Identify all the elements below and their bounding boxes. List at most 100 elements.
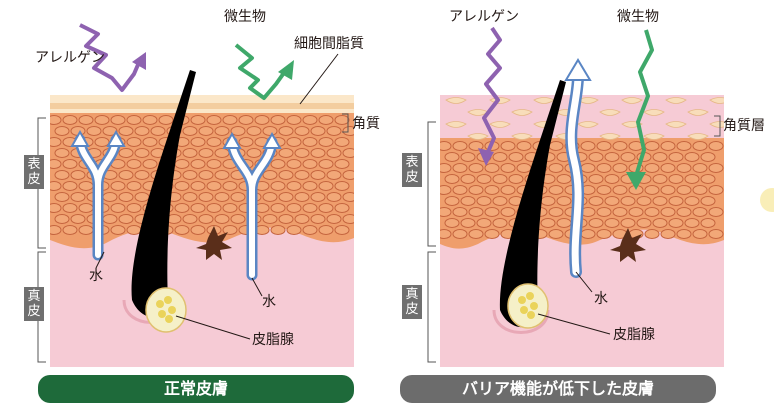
epidermis-cell bbox=[159, 116, 173, 125]
epidermis-cell bbox=[271, 182, 285, 191]
epidermis-cell bbox=[327, 127, 341, 136]
epidermis-cell bbox=[295, 171, 309, 180]
epidermis-cell bbox=[191, 226, 205, 235]
epidermis-cell bbox=[661, 186, 675, 195]
epidermis-cell bbox=[287, 160, 301, 169]
epidermis-cell bbox=[143, 160, 157, 169]
epidermis-cell bbox=[669, 219, 683, 228]
epidermis-cell bbox=[199, 215, 213, 224]
epidermis-label-right: 表皮 bbox=[402, 153, 422, 187]
intercellular-lipid-label: 細胞間脂質 bbox=[294, 37, 364, 51]
normal-skin-caption: 正常皮膚 bbox=[38, 375, 354, 403]
epidermis-cell bbox=[461, 175, 475, 184]
epidermis-cell bbox=[613, 186, 627, 195]
epidermis-cell bbox=[239, 116, 253, 125]
epidermis-cell bbox=[191, 204, 205, 213]
epidermis-cell bbox=[231, 193, 245, 202]
epidermis-cell bbox=[549, 164, 563, 173]
epidermis-cell bbox=[119, 171, 133, 180]
epidermis-cell bbox=[437, 230, 451, 239]
epidermis-cell bbox=[47, 204, 61, 213]
epidermis-cell bbox=[509, 153, 523, 162]
allergen-label-left: アレルゲン bbox=[35, 51, 105, 65]
epidermis-cell bbox=[119, 149, 133, 158]
epidermis-cell bbox=[255, 116, 269, 125]
epidermis-cell bbox=[183, 149, 197, 158]
epidermis-cell bbox=[103, 215, 117, 224]
epidermis-cell bbox=[693, 208, 707, 217]
epidermis-cell bbox=[693, 186, 707, 195]
epidermis-cell bbox=[437, 142, 451, 151]
epidermis-cell bbox=[175, 160, 189, 169]
epidermis-cell bbox=[71, 193, 85, 202]
epidermis-cell bbox=[581, 142, 595, 151]
epidermis-cell bbox=[453, 164, 467, 173]
epidermis-cell bbox=[263, 215, 277, 224]
epidermis-cell bbox=[55, 193, 69, 202]
sebaceous-gland-label-left: 皮脂腺 bbox=[252, 333, 294, 347]
epidermis-cell bbox=[223, 182, 237, 191]
epidermis-cell bbox=[677, 164, 691, 173]
epidermis-cell bbox=[247, 149, 261, 158]
damaged-skin-panel bbox=[428, 28, 730, 367]
epidermis-cell bbox=[709, 164, 723, 173]
epidermis-cell bbox=[79, 204, 93, 213]
epidermis-cell bbox=[701, 175, 715, 184]
epidermis-cell bbox=[589, 175, 603, 184]
epidermis-cell bbox=[685, 197, 699, 206]
epidermis-cell bbox=[319, 116, 333, 125]
stratum-corneum-bottom bbox=[50, 109, 354, 113]
epidermis-cell bbox=[485, 186, 499, 195]
epidermis-cell bbox=[319, 204, 333, 213]
epidermis-label-left: 表皮 bbox=[24, 155, 44, 189]
epidermis-cell bbox=[485, 164, 499, 173]
epidermis-cell bbox=[653, 219, 667, 228]
epidermis-cell bbox=[311, 193, 325, 202]
epidermis-cell bbox=[295, 215, 309, 224]
epidermis-cell bbox=[223, 116, 237, 125]
epidermis-cell bbox=[63, 204, 77, 213]
epidermis-cell bbox=[677, 208, 691, 217]
epidermis-cell bbox=[111, 182, 125, 191]
epidermis-cell bbox=[509, 175, 523, 184]
epidermis-cell bbox=[143, 138, 157, 147]
epidermis-cell bbox=[453, 230, 467, 239]
epidermis-cell bbox=[653, 153, 667, 162]
epidermis-cell bbox=[437, 208, 451, 217]
epidermis-cell bbox=[477, 175, 491, 184]
epidermis-cell bbox=[135, 149, 149, 158]
epidermis-cell bbox=[95, 138, 109, 147]
damaged-skin-caption: バリア機能が低下した皮膚 bbox=[400, 375, 716, 403]
epidermis-cell bbox=[199, 193, 213, 202]
epidermis-cell bbox=[271, 226, 285, 235]
epidermis-cell bbox=[597, 208, 611, 217]
epidermis-cell bbox=[605, 153, 619, 162]
epidermis-cell bbox=[127, 138, 141, 147]
epidermis-cell bbox=[653, 197, 667, 206]
epidermis-cell bbox=[343, 171, 357, 180]
epidermis-cell bbox=[279, 215, 293, 224]
epidermis-cell bbox=[279, 127, 293, 136]
epidermis-cell bbox=[445, 197, 459, 206]
stratum-corneum-label-right: 角質層 bbox=[723, 119, 765, 133]
epidermis-cell bbox=[669, 197, 683, 206]
epidermis-cell bbox=[319, 160, 333, 169]
epidermis-cell bbox=[183, 171, 197, 180]
epidermis-cell bbox=[191, 182, 205, 191]
epidermis-cell bbox=[207, 138, 221, 147]
epidermis-cell bbox=[175, 204, 189, 213]
epidermis-cell bbox=[263, 171, 277, 180]
epidermis-cell bbox=[55, 171, 69, 180]
epidermis-cell bbox=[693, 230, 707, 239]
cropped-decoration bbox=[760, 188, 774, 212]
epidermis-cell bbox=[589, 197, 603, 206]
epidermis-cell bbox=[517, 164, 531, 173]
epidermis-cell bbox=[645, 208, 659, 217]
epidermis-cell bbox=[445, 153, 459, 162]
dermis-label-left: 真皮 bbox=[24, 287, 44, 321]
epidermis-cell bbox=[279, 149, 293, 158]
epidermis-cell bbox=[87, 127, 101, 136]
epidermis-cell bbox=[135, 193, 149, 202]
epidermis-cell bbox=[469, 164, 483, 173]
epidermis-cell bbox=[79, 226, 93, 235]
